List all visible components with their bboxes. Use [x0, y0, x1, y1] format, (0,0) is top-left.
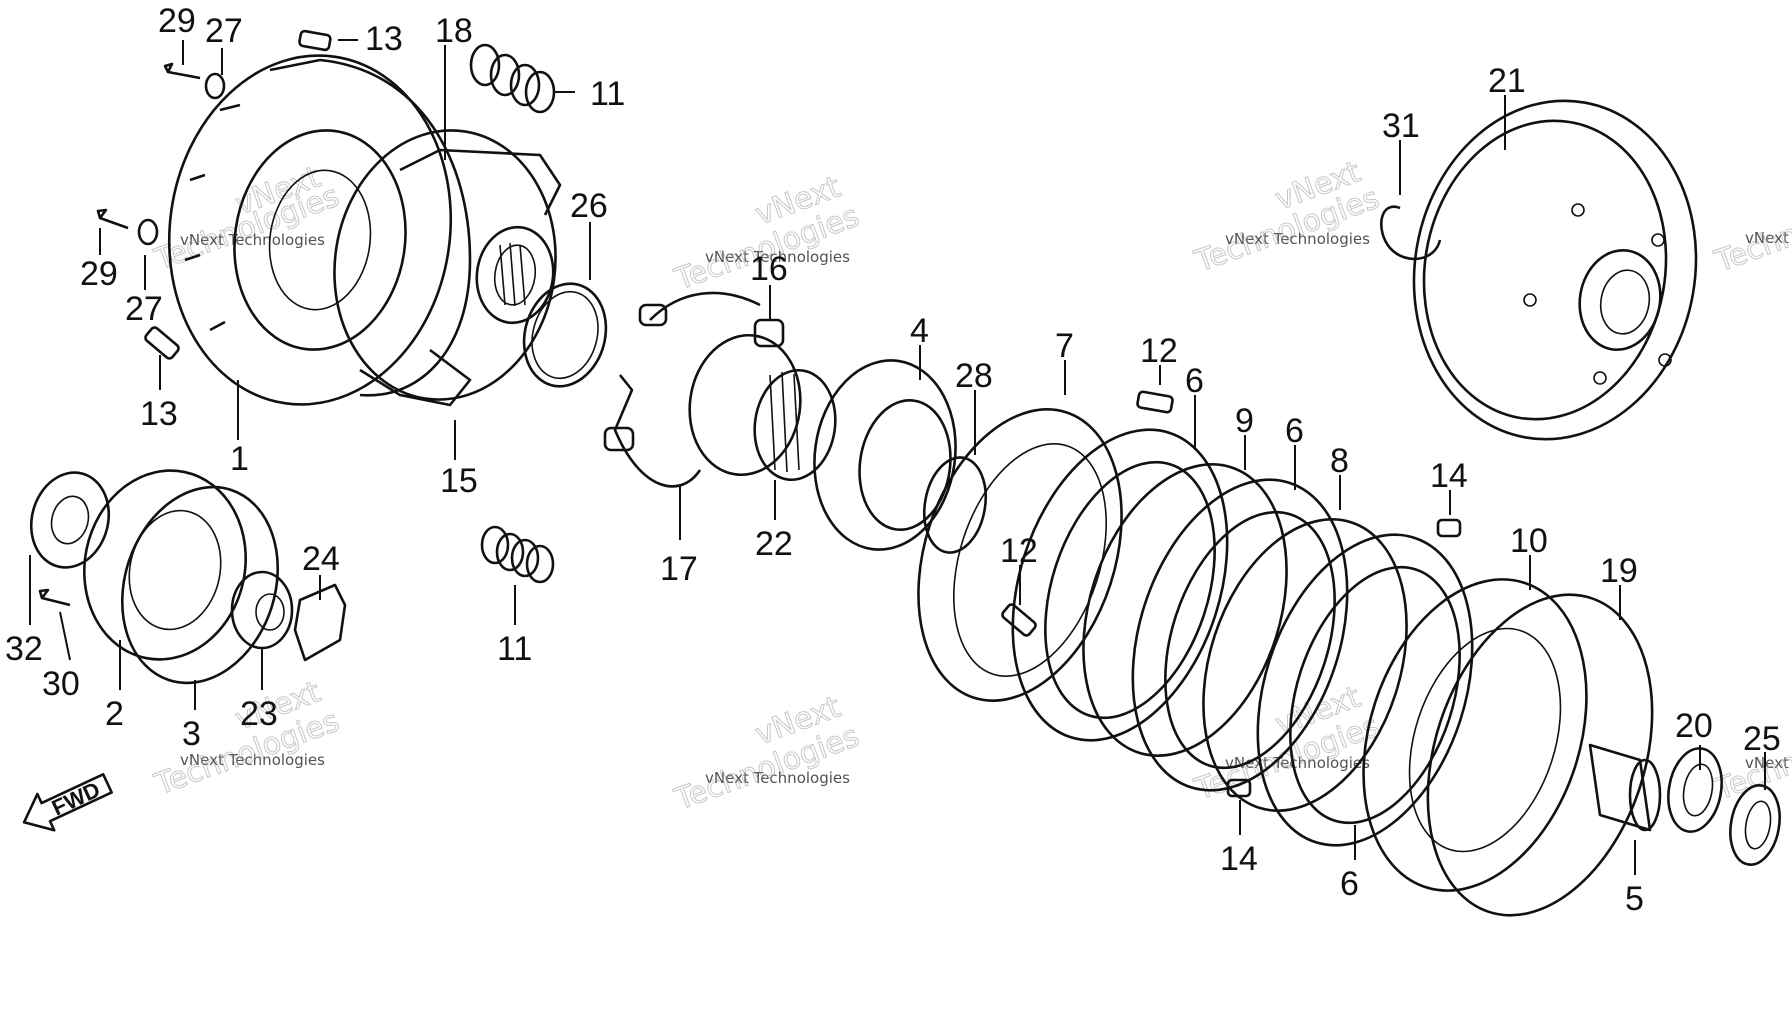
collar-14-right [1436, 518, 1462, 538]
callout-24: 24 [302, 540, 340, 578]
svg-text:vNext Technologies: vNext Technologies [1225, 230, 1370, 248]
watermark-4: vNext Technologies Technologies [1709, 180, 1792, 280]
one-way-clutch-4 [813, 359, 957, 551]
callout-27-mid: 27 [125, 290, 163, 328]
friction-disc-6-a [1011, 428, 1229, 742]
leader-lines [29, 39, 1766, 875]
callout-6-c: 6 [1340, 865, 1359, 903]
svg-text:vNext Technologies: vNext Technologies [705, 248, 850, 266]
bearing-32 [29, 471, 111, 569]
callout-14-right: 14 [1430, 457, 1468, 495]
gasket-3 [120, 485, 280, 685]
washer-25 [1729, 784, 1781, 866]
callout-32: 32 [5, 630, 43, 668]
svg-text:vNext Technologies: vNext Technologies [1745, 229, 1792, 247]
callout-7: 7 [1055, 327, 1074, 365]
bolt-29-mid [96, 208, 159, 246]
driven-gear-21 [1412, 99, 1698, 441]
watermark-6: vNext Technologies vNext Technologies [669, 689, 864, 818]
callout-29-mid: 29 [80, 255, 118, 293]
svg-text:vNext Technologies: vNext Technologies [705, 769, 850, 787]
callout-29-top: 29 [158, 2, 196, 40]
callout-10: 10 [1510, 522, 1548, 560]
hub-22 [688, 333, 837, 482]
callout-14-bottom: 14 [1220, 840, 1258, 878]
callout-11-bottom: 11 [497, 630, 532, 668]
collar-5 [1588, 743, 1662, 832]
callout-23: 23 [240, 695, 278, 733]
fwd-direction-arrow: FWD [22, 773, 113, 832]
callout-19: 19 [1600, 552, 1638, 590]
callout-30: 30 [42, 665, 80, 703]
callout-26: 26 [570, 187, 608, 225]
callout-16: 16 [750, 250, 788, 288]
collar-12-mid [1001, 603, 1037, 637]
callout-25: 25 [1743, 720, 1781, 758]
watermark-5: vNext Technologies vNext Technologies [149, 674, 344, 803]
callout-13-mid: 13 [140, 395, 178, 433]
callout-numbers: 29 27 13 18 11 26 21 31 29 27 13 1 15 16… [5, 2, 1781, 918]
lock-washer-24 [293, 583, 347, 662]
callout-13-top: 13 [365, 20, 403, 58]
plate-8 [1202, 518, 1408, 812]
bolt-30 [38, 588, 71, 607]
svg-text:vNext Technologies: vNext Technologies [1745, 754, 1792, 772]
callout-15: 15 [440, 462, 478, 500]
clutch-shoe-assembly [333, 129, 562, 407]
seal-23 [230, 570, 294, 650]
callout-12-top: 12 [1140, 332, 1178, 370]
clutch-plate-7 [917, 408, 1123, 702]
fwd-label: FWD [48, 777, 104, 821]
collar-12-top [1136, 390, 1174, 414]
friction-disc-6-b [1131, 478, 1349, 792]
callout-22: 22 [755, 525, 793, 563]
watermark-group: vNext Technologies vNext Technologies vN… [149, 154, 1792, 818]
parts: FWD [22, 29, 1781, 917]
pressure-plate-10 [1362, 578, 1588, 892]
callout-17: 17 [660, 550, 698, 588]
bolt-29-top [163, 62, 226, 100]
bolt-13-top [298, 29, 332, 52]
callout-2: 2 [105, 695, 124, 733]
callout-28: 28 [955, 357, 993, 395]
svg-text:vNext Technologies: vNext Technologies [180, 231, 325, 249]
callout-31: 31 [1382, 107, 1420, 145]
callout-9: 9 [1235, 402, 1254, 440]
callout-21: 21 [1488, 62, 1526, 100]
watermark-3: vNext Technologies vNext Technologies [1189, 154, 1384, 280]
spring-11-top [469, 43, 556, 114]
callout-18: 18 [435, 12, 473, 50]
collar-14-bottom [1226, 778, 1252, 798]
callout-6-a: 6 [1185, 362, 1204, 400]
callout-3: 3 [182, 715, 201, 753]
callout-11-top: 11 [590, 75, 625, 113]
callout-20: 20 [1675, 707, 1713, 745]
bolt-13-left [144, 326, 180, 360]
callout-1: 1 [230, 440, 249, 478]
circlip-28 [923, 456, 987, 554]
circlip-31 [1380, 205, 1442, 261]
washer-20 [1667, 747, 1723, 833]
svg-text:vNext Technologies: vNext Technologies [180, 751, 325, 769]
friction-disc-6-c [1256, 533, 1474, 847]
callout-6-b: 6 [1285, 412, 1304, 450]
spring-11-bottom [480, 525, 555, 584]
callout-5: 5 [1625, 880, 1644, 918]
wire-spring-17 [603, 374, 702, 488]
callout-27-top: 27 [205, 12, 243, 50]
housing-2 [82, 469, 248, 661]
callout-12-mid: 12 [1000, 532, 1038, 570]
callout-8: 8 [1330, 442, 1349, 480]
clutch-drum [167, 54, 472, 406]
washer-26 [522, 282, 608, 388]
callout-4: 4 [910, 312, 929, 350]
snap-ring-19 [1426, 593, 1654, 917]
plate-9 [1082, 463, 1288, 757]
